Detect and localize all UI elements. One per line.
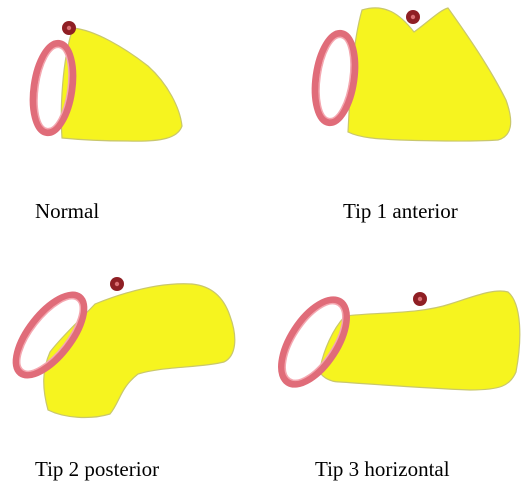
vessel-dot-center-normal	[67, 26, 71, 30]
yellow-shape-normal	[61, 28, 182, 141]
yellow-shape-tip1	[348, 8, 511, 141]
panel-tip2	[4, 277, 235, 417]
vessel-dot-center-tip1	[411, 15, 415, 19]
vessel-dot-center-tip2	[115, 282, 119, 286]
caption-tip1-anterior: Tip 1 anterior	[343, 201, 458, 222]
panel-tip4	[269, 289, 520, 395]
caption-tip2-posterior: Tip 2 posterior	[35, 459, 159, 480]
caption-normal: Normal	[35, 201, 99, 222]
panel-normal	[28, 21, 182, 141]
caption-tip3-horizontal: Tip 3 horizontal	[315, 459, 450, 480]
panel-tip1	[310, 8, 511, 141]
vessel-dot-center-tip3	[418, 297, 422, 301]
yellow-shape-tip2	[44, 284, 235, 418]
